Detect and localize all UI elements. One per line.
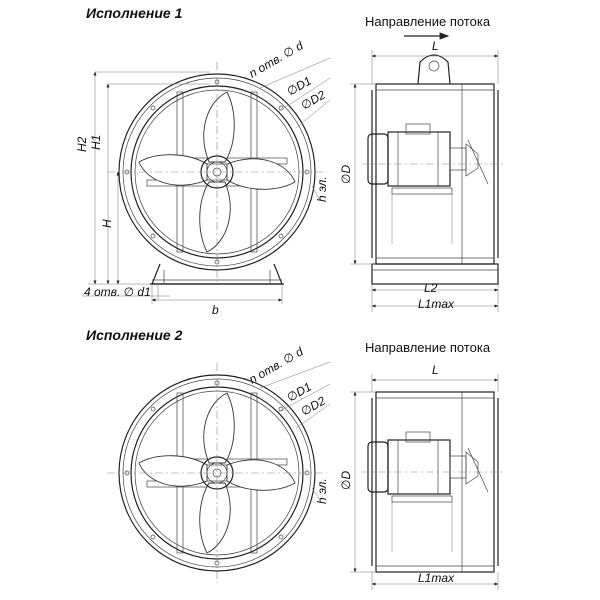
variant-1-height-dims [88, 71, 210, 285]
variant-1-H-label: H [100, 219, 114, 228]
variant-1-D-label: ∅D [339, 165, 353, 184]
variant-1-base-stand [150, 263, 284, 285]
variant-2-D-label: ∅D [339, 471, 353, 490]
variant-1-n-holes-label: n отв. ∅ d [247, 38, 306, 80]
variant-1-flow-direction: Направление потока [365, 14, 491, 29]
variant-1-h-el-label: h эл. [315, 176, 329, 202]
variant-1-four-holes-label: 4 отв. ∅ d1 [84, 285, 151, 299]
variant-2-title: Исполнение 2 [86, 327, 183, 343]
variant-1-title: Исполнение 1 [86, 5, 183, 21]
variant-2-n-holes-label: n отв. ∅ d [247, 344, 306, 386]
variant-2-L1max-label: L1max [418, 571, 455, 585]
variant-2-side-view [361, 391, 507, 573]
variant-1-b-label: b [212, 303, 219, 317]
variant-1-lifting-eye [417, 54, 451, 85]
variant-2-block: Исполнение 2 Направление потока n отв. ∅… [86, 327, 507, 590]
variant-1-L-label: L [432, 39, 439, 53]
variant-1-block: Исполнение 1 Направление потока H2 H1 H [75, 5, 507, 317]
variant-1-H1-label: H1 [89, 135, 103, 150]
variant-1-side-view [361, 83, 507, 265]
variant-1-L1max-label: L1max [418, 297, 455, 311]
variant-2-flow-direction: Направление потока [365, 340, 491, 355]
variant-2-h-el-label: h эл. [315, 478, 329, 504]
variant-1-L2-label: L2 [424, 281, 438, 295]
variant-1-H2-label: H2 [75, 136, 89, 152]
variant-2-L-label: L [432, 363, 439, 377]
